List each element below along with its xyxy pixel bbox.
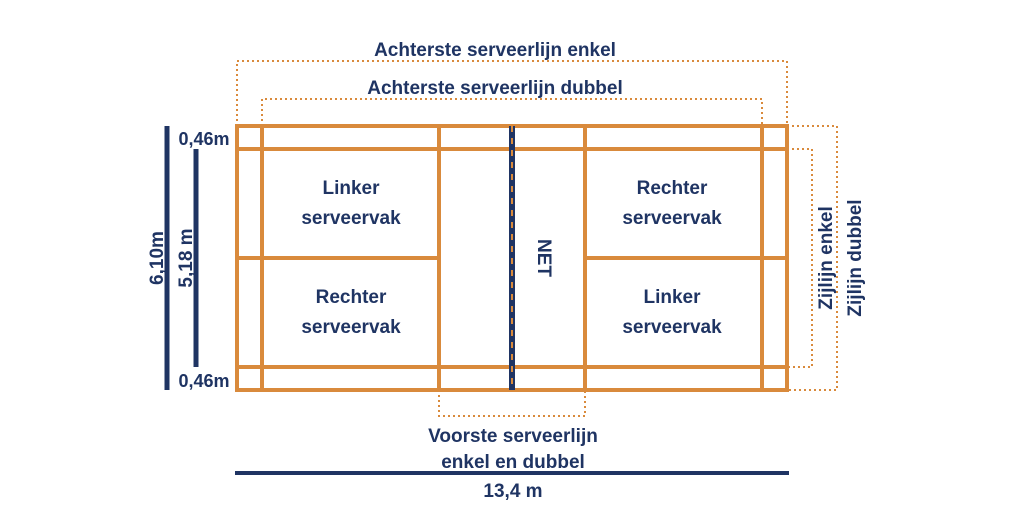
back-service-singles-label: Achterste serveerlijn enkel <box>374 40 616 61</box>
length-label: 13,4 m <box>483 481 542 502</box>
back-service-doubles-guide <box>261 98 763 126</box>
net-label: NET <box>533 239 554 277</box>
width-singles-label: 5,18 m <box>176 228 197 287</box>
alley-top-label: 0,46m <box>178 129 229 149</box>
alley-bottom-label: 0,46m <box>178 371 229 391</box>
front-service-guide <box>438 390 586 417</box>
sideline-singles-guide <box>787 148 813 368</box>
right-top-box-label-line1: Rechter <box>637 178 708 199</box>
left-top-box-label-line2: serveervak <box>301 208 401 229</box>
width-total-label: 6,10m <box>147 231 168 285</box>
right-bottom-box-label-line2: serveervak <box>622 317 722 338</box>
sideline-doubles-label: Zijlijn dubbel <box>845 199 866 316</box>
back-service-singles-guide <box>236 60 788 126</box>
left-bottom-box-label-line1: Rechter <box>316 287 387 308</box>
right-top-box-label-line2: serveervak <box>622 208 722 229</box>
right-bottom-box-label-line1: Linker <box>643 287 701 308</box>
sideline-singles-label: Zijlijn enkel <box>816 206 837 309</box>
left-bottom-box-label-line2: serveervak <box>301 317 401 338</box>
sideline-doubles-guide <box>787 125 838 391</box>
front-service-label-line1: Voorste serveerlijn <box>428 426 598 447</box>
front-service-label-line2: enkel en dubbel <box>441 452 585 473</box>
left-top-box-label-line1: Linker <box>322 178 380 199</box>
back-service-doubles-label: Achterste serveerlijn dubbel <box>367 78 623 99</box>
